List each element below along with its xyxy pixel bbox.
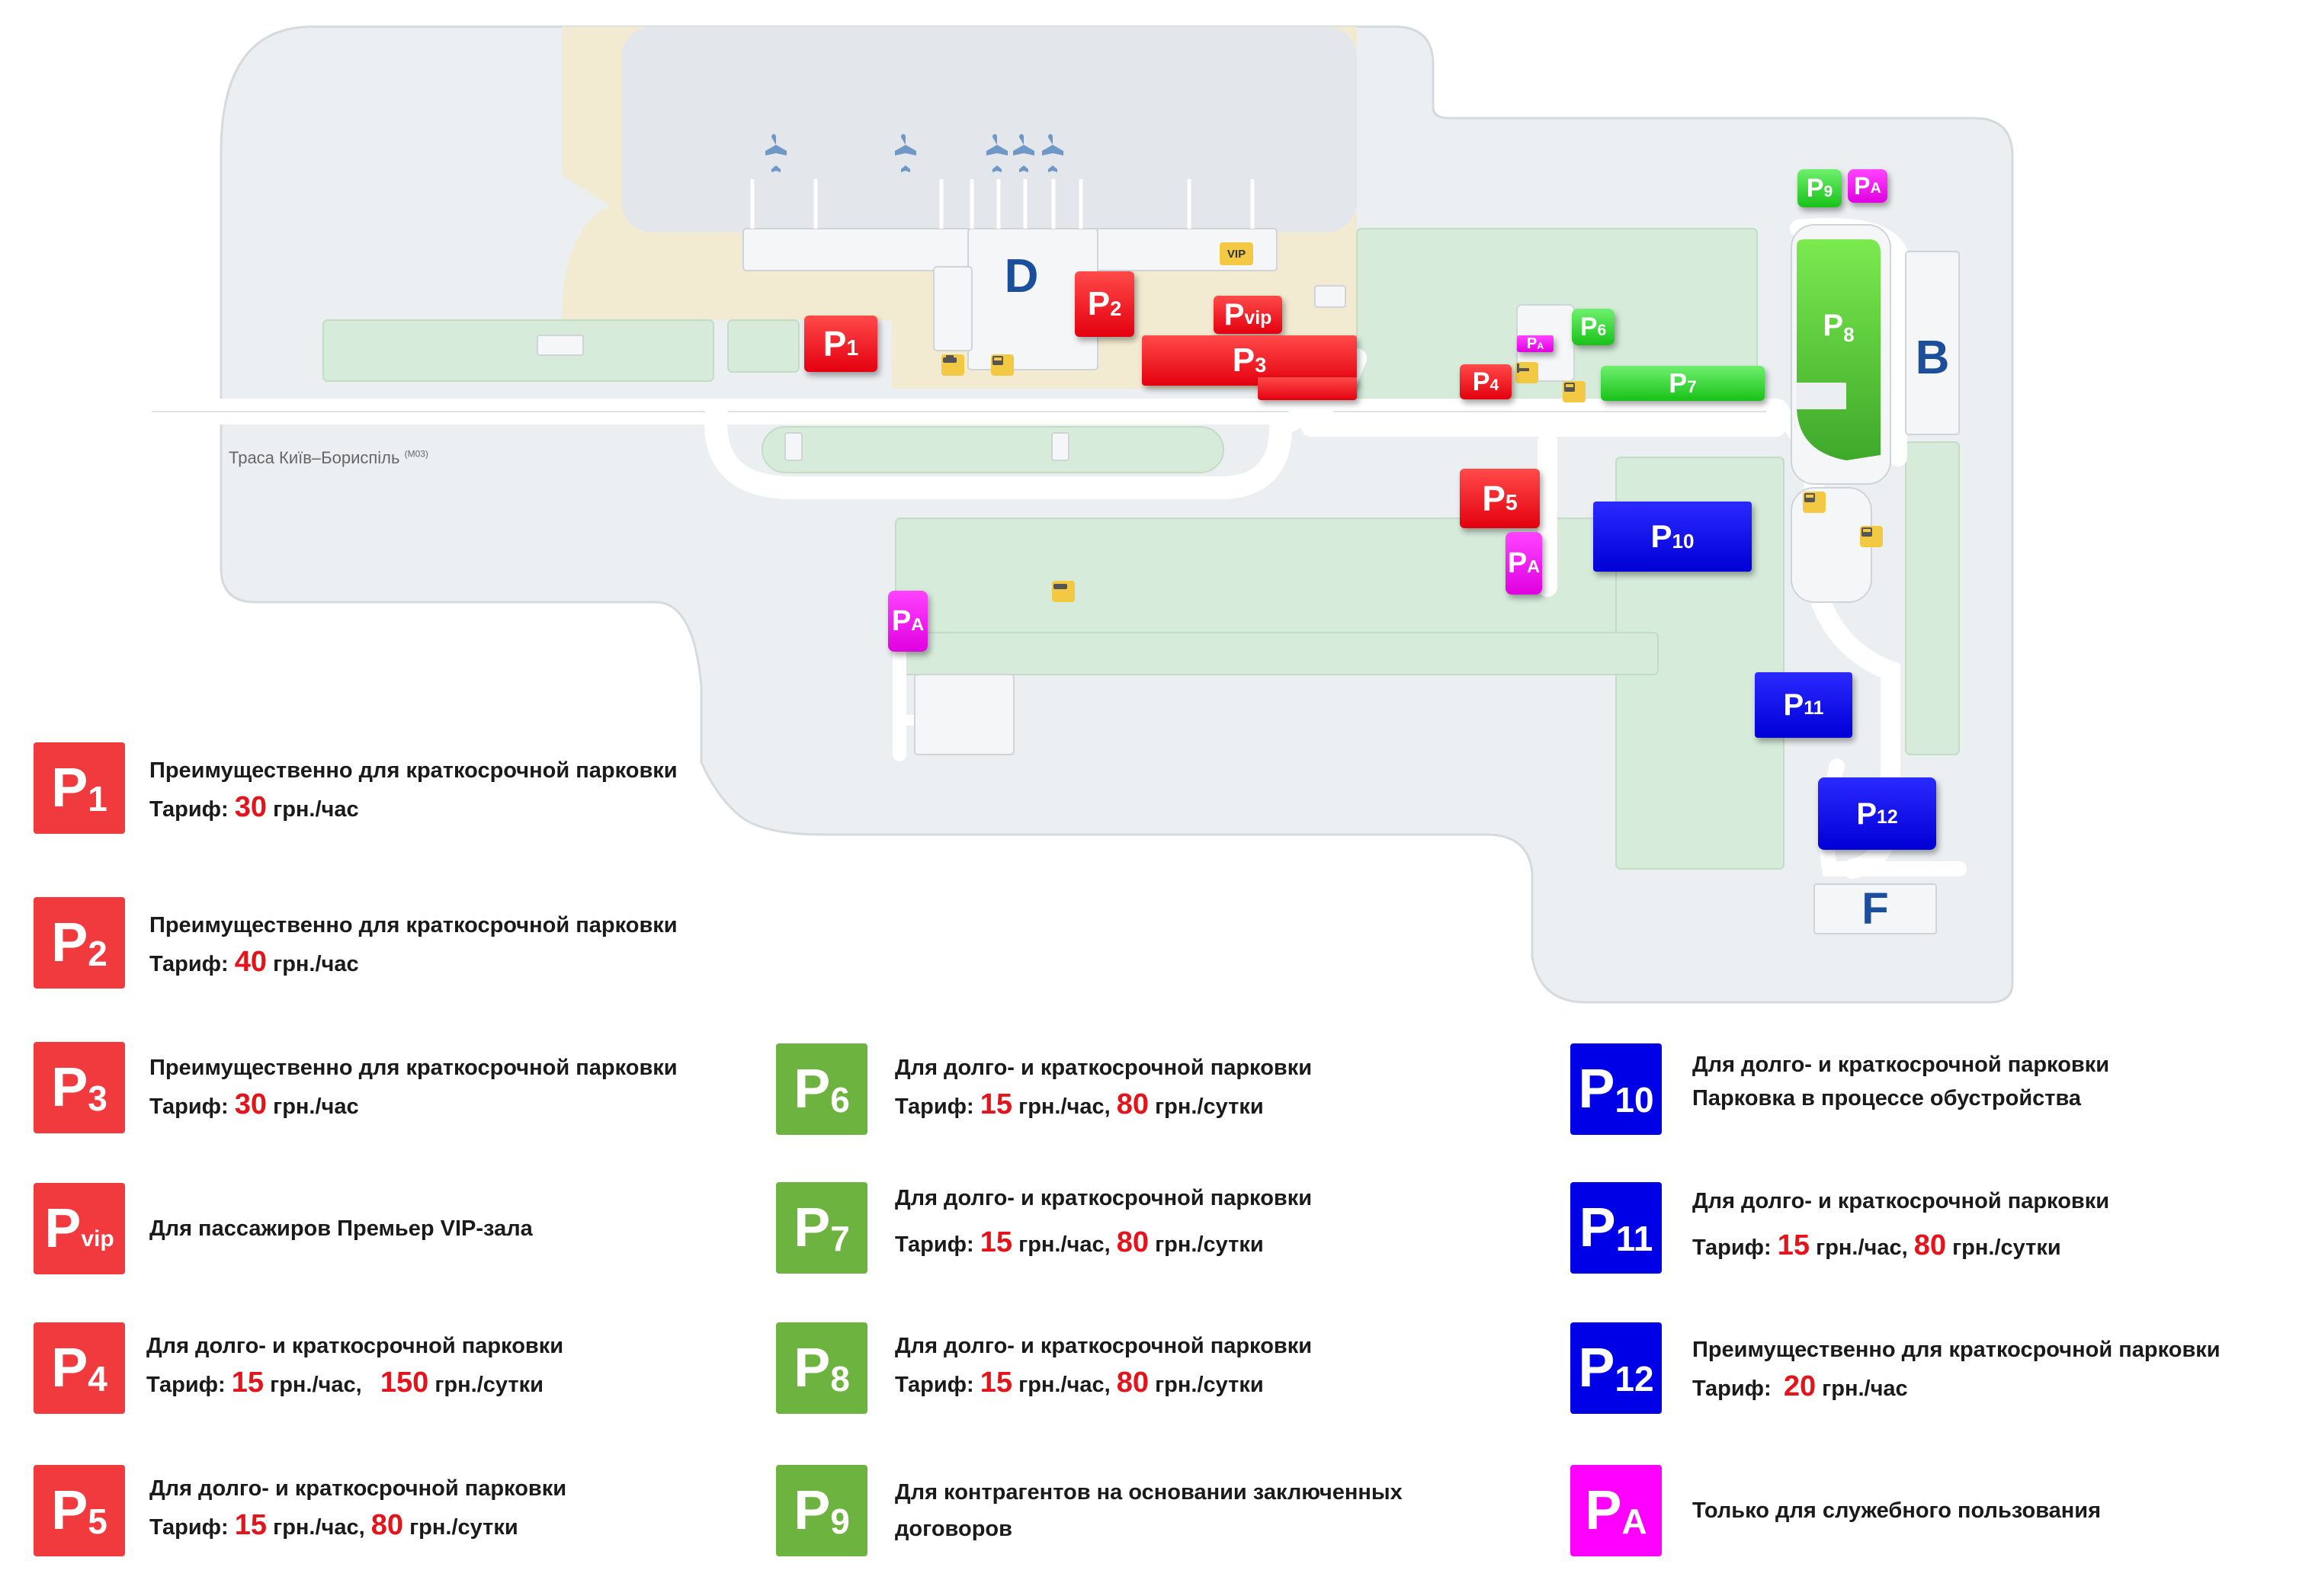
map-background	[139, 25, 2014, 1004]
parking-p8-shape	[1797, 239, 1881, 460]
terminal-f-label: F	[1861, 883, 1889, 934]
legend-text-p7: Для долго- и краткосрочной парковки Тари…	[895, 1186, 1313, 1258]
legend-text-p6: Для долго- и краткосрочной парковки Тари…	[895, 1056, 1313, 1120]
bus-icon	[991, 354, 1014, 376]
aircraft-icons	[765, 134, 1063, 172]
legend-text-p10: Для долго- и краткосрочной парковки Парк…	[1692, 1053, 2110, 1110]
parking-p3-extension	[1258, 377, 1357, 400]
parking-p8[interactable]: P8	[1793, 238, 1884, 463]
bus-icon-east	[1860, 526, 1883, 547]
legend-text-p5: Для долго- и краткосрочной парковки Тари…	[149, 1476, 567, 1541]
legend-text-p2: Преимущественно для краткосрочной парков…	[149, 913, 678, 978]
vip-badge: VIP	[1220, 242, 1253, 265]
terminal-d-label: D	[1004, 249, 1039, 303]
legend-text-p8: Для долго- и краткосрочной парковки Тари…	[895, 1334, 1313, 1399]
taxi-icon	[941, 354, 964, 376]
legend-text-p3: Преимущественно для краткосрочной парков…	[149, 1056, 678, 1120]
hotel-icon	[1515, 362, 1538, 383]
legend-text-pvip: Для пассажиров Премьер VIP-зала	[149, 1216, 533, 1241]
jet-bridges	[750, 179, 1255, 229]
car-rental-icon	[1052, 581, 1075, 602]
legend-text-p1: Преимущественно для краткосрочной парков…	[149, 758, 678, 823]
legend-text-pa: Только для служебного пользования	[1692, 1498, 2102, 1523]
bus-stop-icon	[1563, 381, 1586, 402]
road-code: (М03)	[404, 448, 428, 460]
shuttle-icon	[1803, 492, 1826, 513]
legend-text-p9: Для контрагентов на основании заключенны…	[895, 1480, 1403, 1541]
terminal-b-label: B	[1915, 332, 1950, 384]
legend-text-p11: Для долго- и краткосрочной парковки Тари…	[1692, 1189, 2110, 1261]
legend-text-p12: Преимущественно для краткосрочной парков…	[1692, 1338, 2221, 1402]
roads	[139, 218, 1967, 879]
road-name: Траса Київ–Бориспіль	[229, 448, 400, 467]
legend-text-p4: Для долго- и краткосрочной парковки Тари…	[146, 1334, 564, 1399]
airfield	[621, 27, 1357, 232]
road-label: Траса Київ–Бориспіль (М03)	[229, 448, 428, 468]
